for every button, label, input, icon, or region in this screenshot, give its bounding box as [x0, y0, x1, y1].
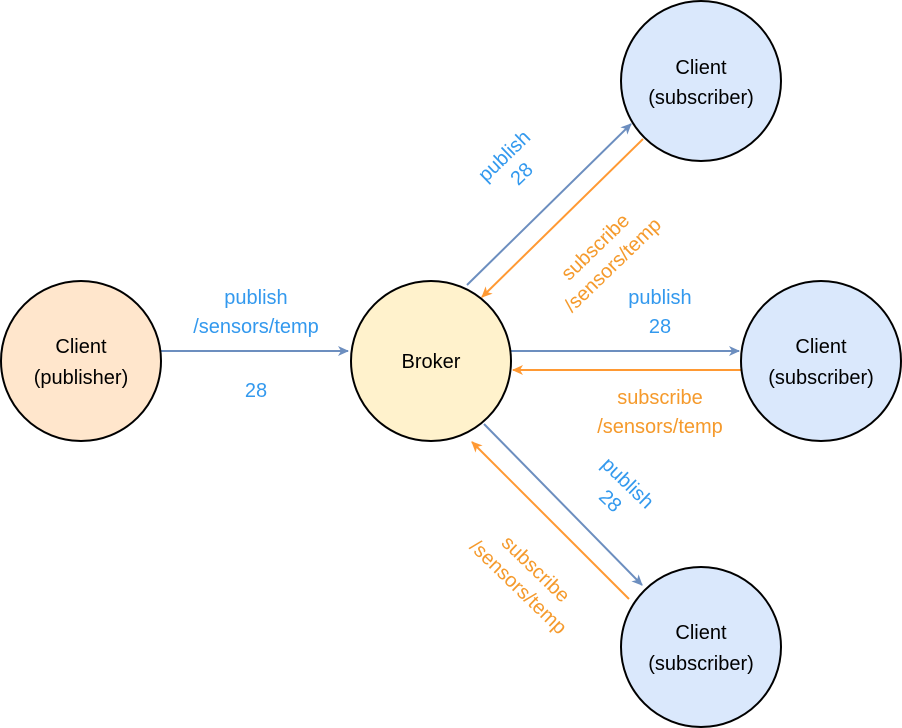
middle-publish-label-line2: 28	[649, 316, 671, 338]
subscriber-top-label-line2: (subscriber)	[648, 87, 754, 109]
middle-publish-label-line1: publish	[628, 287, 691, 309]
publisher-label-line1: Client	[55, 336, 107, 358]
edge-broker-to-bottom-publish	[483, 423, 643, 586]
middle-subscribe-label-line1: subscribe	[617, 387, 703, 409]
edge-label-value: 28	[245, 380, 267, 402]
subscriber-bottom-label-line1: Client	[675, 622, 727, 644]
node-subscriber-top[interactable]	[620, 0, 782, 162]
node-publisher[interactable]	[0, 280, 162, 442]
edge-label-publish: publish	[224, 287, 287, 309]
middle-subscribe-label-line2: /sensors/temp	[597, 416, 723, 438]
edge-bottom-subscribe	[471, 441, 630, 600]
edge-broker-to-top-publish	[466, 123, 632, 286]
publisher-label-line2: (publisher)	[34, 367, 128, 389]
broker-label: Broker	[402, 351, 461, 373]
subscriber-middle-label-line2: (subscriber)	[768, 367, 874, 389]
edge-label-topic: /sensors/temp	[193, 316, 319, 338]
node-broker[interactable]	[350, 280, 512, 442]
node-subscriber-bottom[interactable]	[620, 566, 782, 728]
subscriber-top-label-line1: Client	[675, 57, 727, 79]
edge-top-subscribe	[481, 138, 644, 298]
node-subscriber-middle[interactable]	[740, 280, 902, 442]
subscriber-middle-label-line1: Client	[795, 336, 847, 358]
subscriber-bottom-label-line2: (subscriber)	[648, 653, 754, 675]
